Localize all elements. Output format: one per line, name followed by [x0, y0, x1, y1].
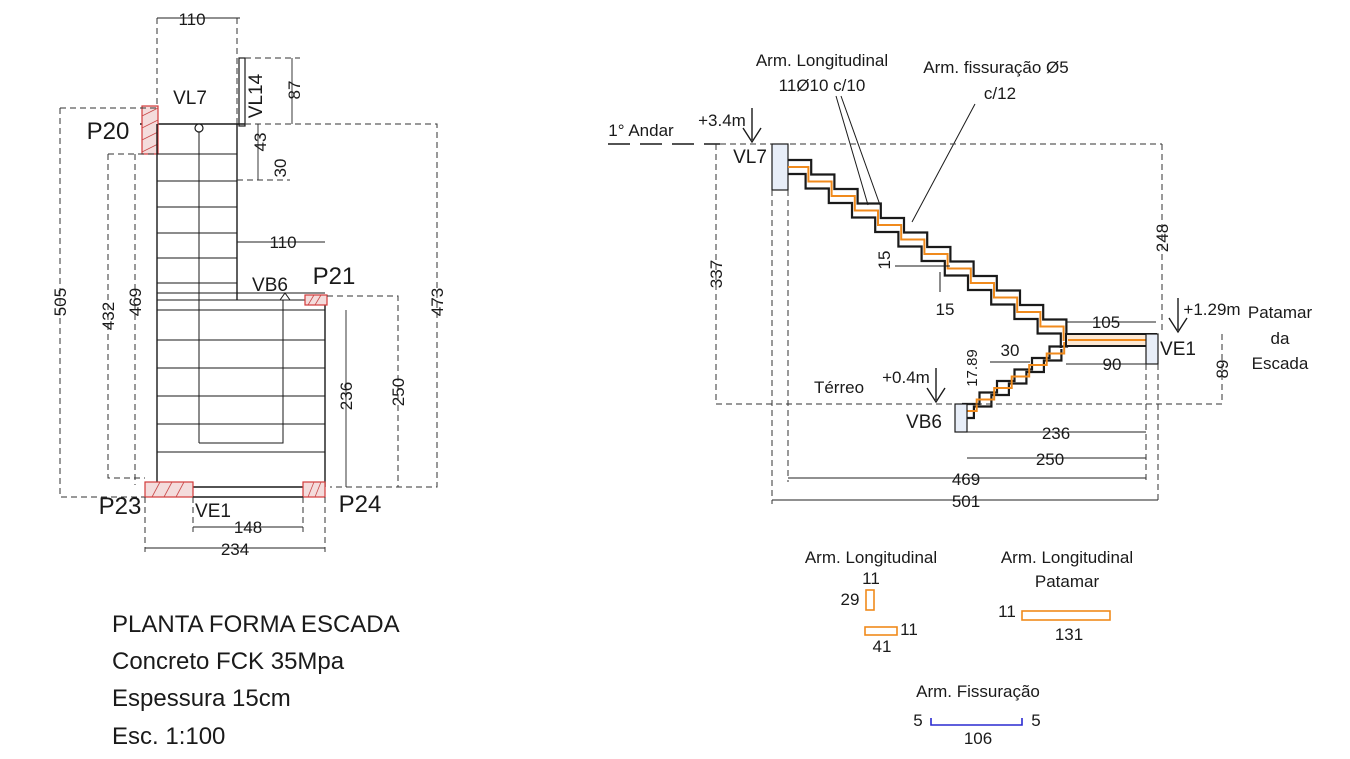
upper-flight-section — [788, 158, 1068, 348]
dim-105: 105 — [1092, 313, 1120, 332]
dim-left-469: 469 — [126, 288, 145, 316]
vb6-marker — [279, 292, 291, 301]
dim-landing-upper: 43 — [251, 133, 270, 152]
stair-profile-top — [962, 335, 1069, 406]
label-p20: P20 — [87, 118, 130, 145]
detail-fiss-title: Arm. Fissuração — [916, 682, 1040, 701]
label-p24: P24 — [339, 491, 382, 518]
detail-patamar-a: 11 — [998, 602, 1016, 621]
lower-flight-section — [962, 335, 1069, 420]
label-vl7-section: VL7 — [733, 147, 767, 168]
dim-501: 501 — [952, 492, 980, 511]
title-line-3: Espessura 15cm — [112, 685, 291, 712]
landing-text-2: da — [1271, 329, 1290, 348]
beam-vl7-section — [771, 143, 789, 191]
walk-line-turn — [199, 300, 284, 444]
beam-ve1-section — [1145, 333, 1159, 365]
detail-patamar-title-1: Arm. Longitudinal — [1001, 548, 1133, 567]
pillar-p24 — [302, 481, 326, 498]
detail-fiss-a: 5 — [913, 711, 922, 730]
dim-total-505: 505 — [51, 288, 70, 316]
dim-right-236: 236 — [337, 382, 356, 410]
dim-90: 90 — [1103, 355, 1122, 374]
dim-bottom-234: 234 — [221, 540, 249, 559]
title-line-4: Esc. 1:100 — [112, 723, 225, 750]
level-ground-value: +0.4m — [882, 368, 930, 387]
label-ve1: VE1 — [195, 501, 231, 522]
detail-patamar-b: 131 — [1055, 625, 1083, 644]
label-vb6-section: VB6 — [906, 412, 942, 433]
dim-89: 89 — [1213, 360, 1232, 379]
callout-long-2: 11Ø10 c/10 — [779, 76, 866, 95]
walk-start-marker — [194, 123, 204, 133]
dim-15-a: 15 — [875, 251, 894, 270]
dim-vl14-gap: 87 — [285, 81, 304, 100]
pillar-p21 — [304, 294, 328, 306]
level-floor-value: +3.4m — [698, 111, 746, 130]
stair-rebar — [788, 166, 1065, 341]
dim-bottom-148: 148 — [234, 518, 262, 537]
pillar-p23 — [144, 481, 194, 498]
dim-248: 248 — [1153, 224, 1172, 252]
dim-right-473: 473 — [428, 288, 447, 316]
dim-15-b: 15 — [936, 300, 955, 319]
outer-frame-left — [59, 107, 158, 498]
level-floor-name: 1° Andar — [608, 121, 674, 140]
dim-469: 469 — [952, 470, 980, 489]
level-landing-value: +1.29m — [1183, 300, 1240, 319]
dim-top-width: 110 — [178, 10, 205, 29]
dim-337: 337 — [707, 260, 726, 288]
dim-30: 30 — [1001, 341, 1020, 360]
label-p21: P21 — [313, 263, 356, 290]
detail-patamar-bar — [1021, 610, 1111, 621]
inner-frame-left — [107, 153, 158, 479]
section-view: Arm. Longitudinal 11Ø10 c/10 Arm. fissur… — [608, 51, 1312, 511]
dim-right-250: 250 — [389, 378, 408, 406]
dim-middle-width: 110 — [269, 233, 296, 252]
dim-left-432: 432 — [99, 302, 118, 330]
beam-vl14 — [238, 57, 246, 127]
callout-long-1: Arm. Longitudinal — [756, 51, 888, 70]
stair-profile-bottom — [788, 172, 1062, 348]
pillar-p20 — [141, 105, 159, 155]
callout-fiss-1: Arm. fissuração Ø5 — [923, 58, 1069, 77]
detail-patamar-title-2: Patamar — [1035, 572, 1100, 591]
detail-long-c: 11 — [900, 620, 918, 639]
label-ve1-section: VE1 — [1160, 339, 1196, 360]
lower-flight-treads — [157, 292, 325, 453]
detail-long-title: Arm. Longitudinal — [805, 548, 937, 567]
stair-profile-bottom — [962, 349, 1063, 420]
detail-long-d: 41 — [873, 637, 892, 656]
label-vl7: VL7 — [173, 88, 207, 109]
detail-long-a: 11 — [862, 569, 880, 588]
beam-vb6-section — [954, 403, 968, 433]
plan-view: 110 87 VL14 VL7 P20 — [51, 10, 447, 750]
outer-frame-right — [245, 123, 438, 488]
title-line-1: PLANTA FORMA ESCADA — [112, 611, 400, 638]
label-vl14: VL14 — [246, 73, 267, 118]
dim-step-depth: 30 — [271, 159, 290, 178]
detail-fiss-b: 5 — [1031, 711, 1040, 730]
dim-250: 250 — [1036, 450, 1064, 469]
title-line-2: Concreto FCK 35Mpa — [112, 648, 345, 675]
landing-text-1: Patamar — [1248, 303, 1313, 322]
rebar-details: Arm. Longitudinal 11 29 11 41 Arm. Longi… — [805, 548, 1133, 748]
label-p23: P23 — [99, 493, 142, 520]
detail-long-bar-vertical — [865, 589, 875, 611]
stair-rebar — [962, 342, 1066, 412]
detail-long-bar-horizontal — [864, 626, 898, 636]
level-ground-name: Térreo — [814, 378, 864, 397]
landing-text-3: Escada — [1252, 354, 1309, 373]
callout-fiss-2: c/12 — [984, 84, 1016, 103]
dim-17-89: 17.89 — [964, 349, 981, 387]
detail-fiss-c: 106 — [964, 729, 992, 748]
detail-fiss-bar — [930, 718, 1023, 726]
dim-236: 236 — [1042, 424, 1070, 443]
label-vb6: VB6 — [252, 275, 288, 296]
detail-long-b: 29 — [841, 590, 860, 609]
upper-flight-treads — [157, 153, 237, 284]
stair-profile-top — [788, 158, 1068, 334]
